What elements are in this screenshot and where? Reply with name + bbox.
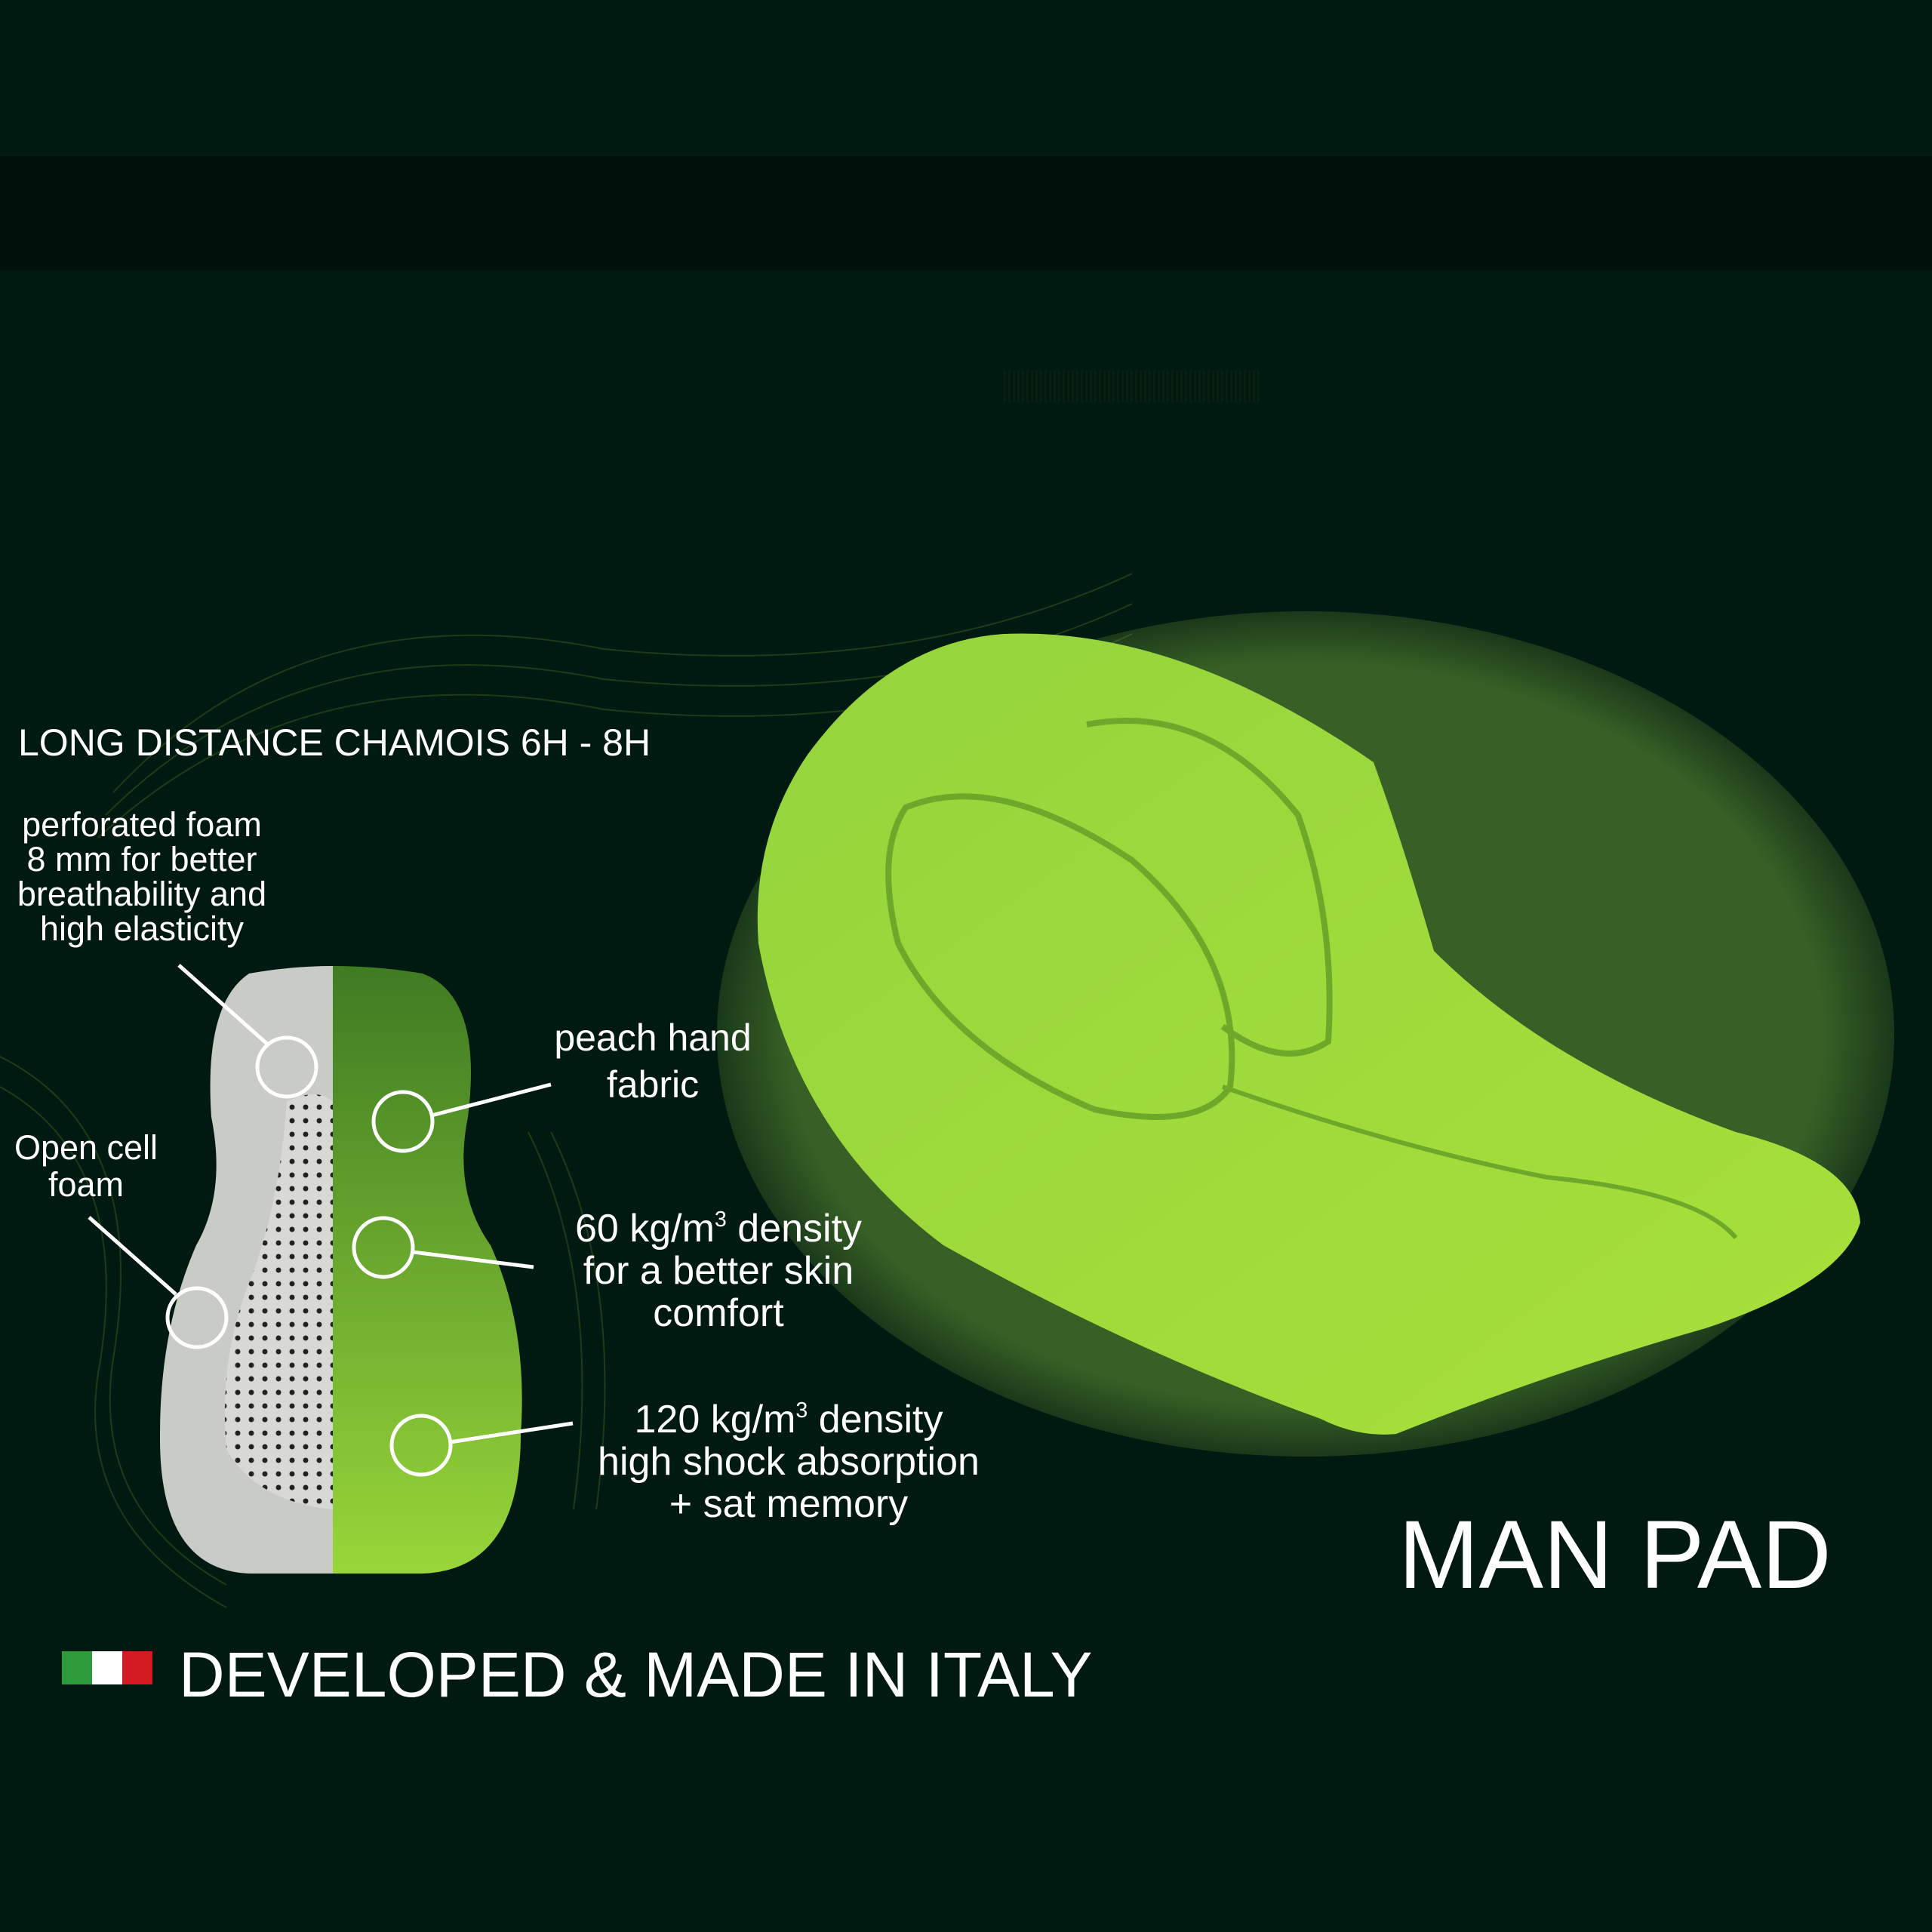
density-120-value: 120 kg/m <box>634 1398 796 1441</box>
callout-open-cell-foam: Open cell foam <box>14 1128 158 1204</box>
callout-density-120: 120 kg/m3 density high shock absorption … <box>598 1398 980 1525</box>
pad-cross-section <box>159 966 522 1574</box>
superscript: 3 <box>795 1398 808 1423</box>
callout-density-60: 60 kg/m3 density for a better skin comfo… <box>575 1208 862 1334</box>
callout-peach-fabric: peach hand fabric <box>554 1017 752 1106</box>
decorative-hatch <box>1004 370 1260 403</box>
callout-markers <box>88 964 574 1477</box>
dark-band <box>0 156 1932 270</box>
product-name: MAN PAD <box>1398 1501 1832 1609</box>
density-120-desc: density high shock absorption + sat memo… <box>598 1398 980 1526</box>
italy-flag-icon <box>62 1651 152 1684</box>
density-60-value: 60 kg/m <box>574 1207 715 1251</box>
superscript: 3 <box>714 1207 727 1232</box>
origin-label: DEVELOPED & MADE IN ITALY <box>179 1639 1093 1710</box>
density-60-desc: density for a better skin comfort <box>583 1207 863 1335</box>
man-pad-image <box>757 633 1861 1435</box>
headline: LONG DISTANCE CHAMOIS 6H - 8H <box>18 721 651 764</box>
callout-perforated-foam: perforated foam 8 mm for better breathab… <box>17 805 267 948</box>
